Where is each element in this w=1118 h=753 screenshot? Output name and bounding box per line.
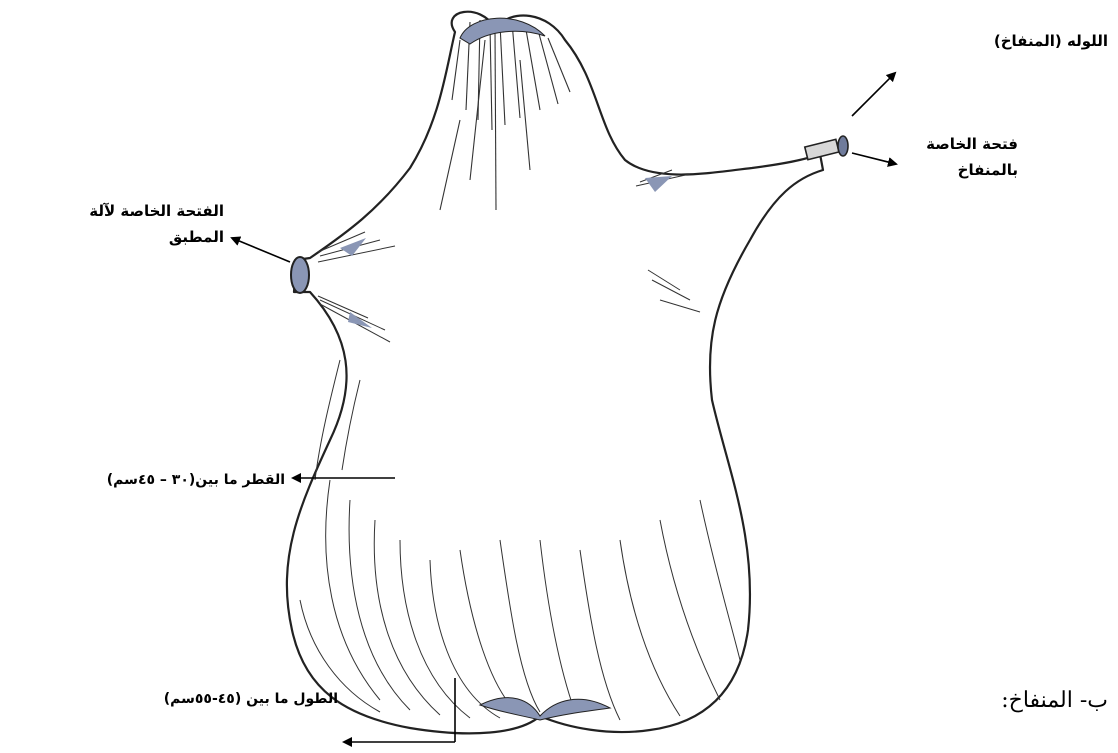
- tube-label: اللوله (المنفاخ): [918, 28, 1108, 54]
- section-heading: ب- المنفاخ:: [958, 688, 1108, 714]
- device-opening-label-line2: المطبق: [16, 224, 224, 250]
- arrow-tube: [852, 73, 895, 116]
- inflator-opening-label: فتحة الخاصة بالمنفاخ: [918, 131, 1018, 183]
- device-opening-label: الفتحة الخاصة لآلة المطبق: [16, 198, 224, 250]
- device-opening-label-line1: الفتحة الخاصة لآلة: [16, 198, 224, 224]
- length-label: الطول ما بين (٤٥-٥٥سم): [85, 686, 338, 712]
- diameter-label: القطر ما بين(٣٠ – ٤٥سم): [0, 467, 285, 493]
- arrow-inflator-opening: [852, 153, 896, 164]
- device-opening: [291, 257, 309, 293]
- inflator-opening-label-line2: بالمنفاخ: [918, 157, 1018, 183]
- arrow-device-opening: [232, 238, 290, 262]
- inflator-opening-label-line1: فتحة الخاصة: [918, 131, 1018, 157]
- bag-outline: [287, 12, 823, 734]
- inflator-nozzle: [805, 136, 848, 160]
